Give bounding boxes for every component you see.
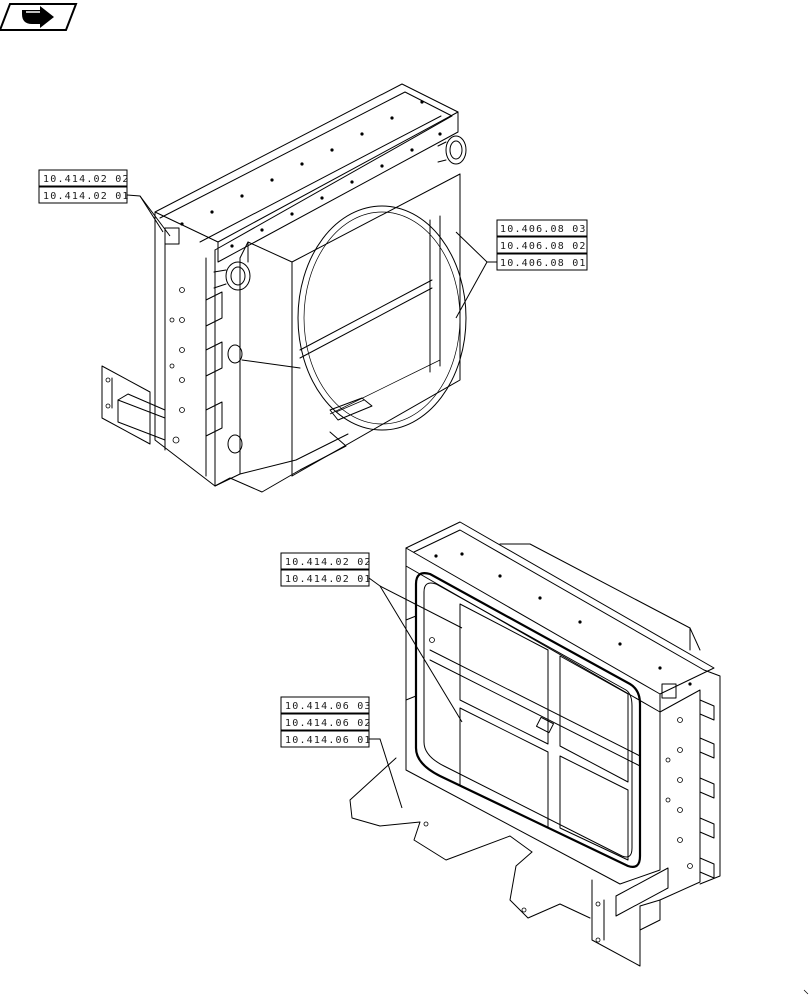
ref-label: 10.414.02 02 — [285, 557, 372, 568]
ref-label: 10.414.02 01 — [285, 574, 372, 585]
lower-radiator-assembly — [349, 521, 721, 967]
ref-label: 10.414.06 03 — [285, 701, 372, 712]
next-page-arrow-icon[interactable] — [0, 3, 78, 31]
ref-box-lower-bottom-2[interactable]: 10.414.06 02 — [280, 713, 372, 731]
leader-line — [379, 585, 463, 723]
leader-line — [455, 231, 497, 263]
leader-line — [369, 738, 403, 809]
ref-label: 10.406.08 01 — [500, 258, 587, 269]
ref-label: 10.414.06 02 — [285, 718, 372, 729]
ref-box-upper-right-2[interactable]: 10.406.08 02 — [496, 236, 588, 254]
ref-label: 10.414.06 01 — [285, 735, 372, 746]
ref-label: 10.406.08 02 — [500, 241, 587, 252]
ref-box-upper-left-1[interactable]: 10.414.02 02 — [38, 169, 130, 187]
ref-box-lower-bottom-1[interactable]: 10.414.06 03 — [280, 696, 372, 714]
ref-box-lower-top-2[interactable]: 10.414.02 01 — [280, 569, 372, 587]
leader-line — [139, 195, 171, 237]
corner-mark — [803, 989, 809, 995]
ref-box-upper-left-2[interactable]: 10.414.02 01 — [38, 186, 130, 204]
ref-box-lower-top-1[interactable]: 10.414.02 02 — [280, 552, 372, 570]
upper-radiator-assembly — [101, 83, 467, 493]
ref-label: 10.406.08 03 — [500, 224, 587, 235]
ref-box-lower-bottom-3[interactable]: 10.414.06 01 — [280, 730, 372, 748]
leader-line — [455, 261, 488, 319]
ref-label: 10.414.02 01 — [43, 191, 130, 202]
ref-label: 10.414.02 02 — [43, 174, 130, 185]
ref-box-upper-right-3[interactable]: 10.406.08 01 — [496, 253, 588, 271]
ref-box-upper-right-1[interactable]: 10.406.08 03 — [496, 219, 588, 237]
